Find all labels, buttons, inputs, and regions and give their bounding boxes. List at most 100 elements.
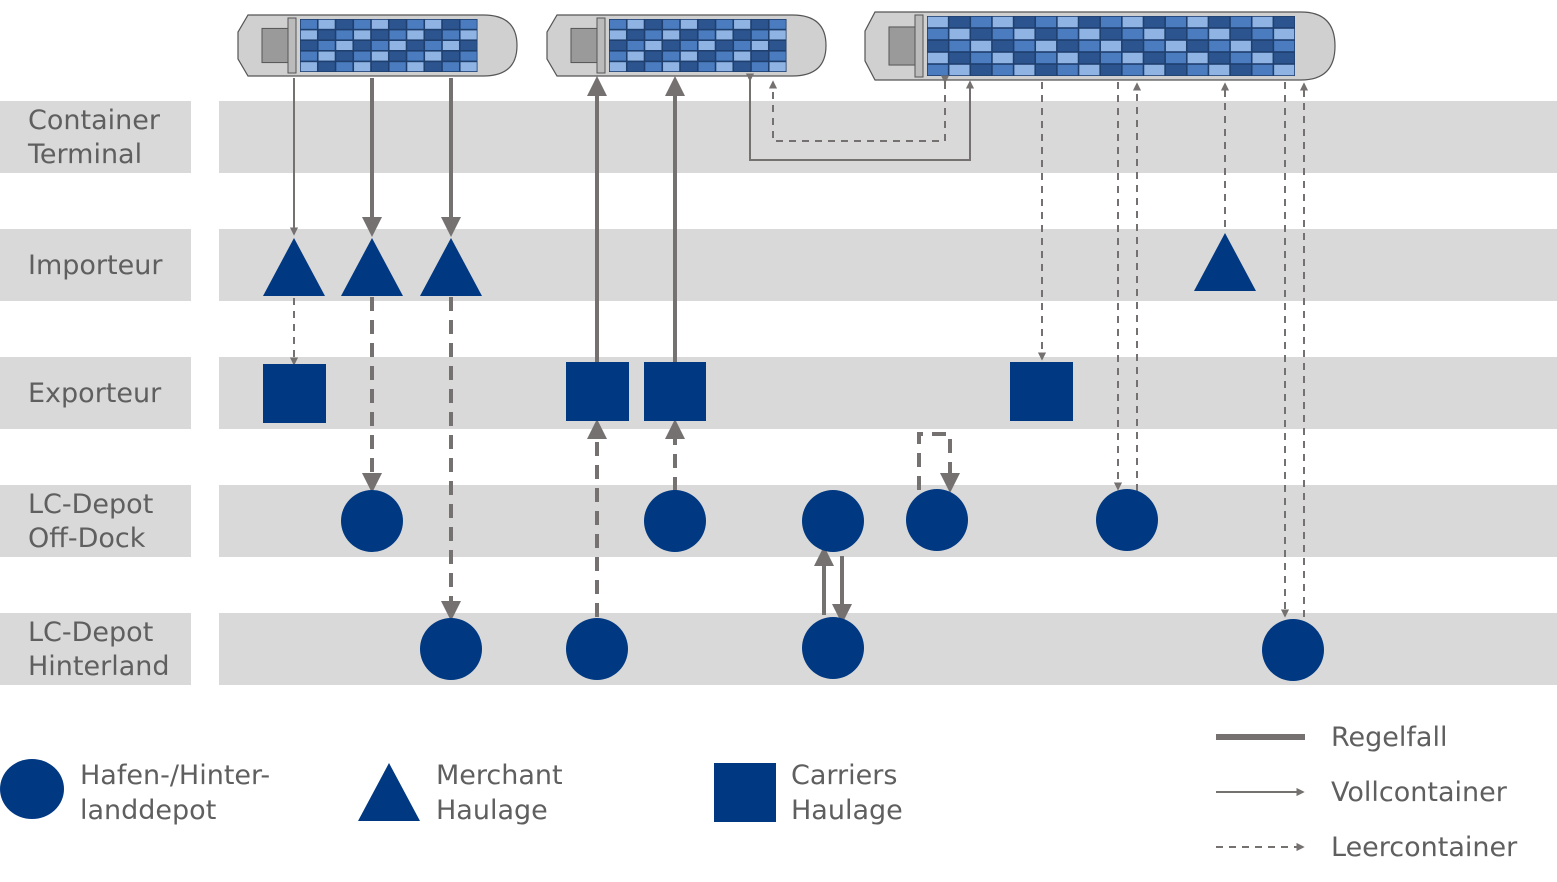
legend-label-depot: Hafen-/Hinter- landdepot (80, 760, 271, 826)
container-box (627, 51, 644, 61)
container-box (1230, 64, 1251, 76)
arrow-regular-empty-offdock-to-offdock (917, 432, 960, 493)
container-box (734, 19, 751, 29)
container-box (1165, 28, 1186, 40)
container-box (627, 30, 644, 40)
container-box (698, 41, 715, 50)
symbol-legend (0, 759, 776, 822)
depot-circle-offdock (644, 490, 706, 552)
container-box (300, 51, 317, 61)
container-box (609, 51, 626, 61)
container-box (751, 51, 768, 61)
container-box (1122, 52, 1143, 64)
container-box (1165, 16, 1186, 28)
container-box (442, 62, 459, 72)
container-box (1079, 16, 1100, 28)
container-box (1187, 52, 1208, 64)
row-label-container-terminal: Container Terminal (28, 105, 160, 170)
container-box (1230, 40, 1251, 52)
container-box (336, 41, 353, 50)
container-box (927, 28, 948, 40)
container-box (1144, 52, 1165, 64)
container-box (609, 62, 626, 72)
container-box (663, 41, 680, 50)
band-hinterland (219, 613, 1557, 685)
container-box (1274, 28, 1295, 40)
container-box (1036, 40, 1057, 52)
container-box (734, 41, 751, 50)
container-box (354, 51, 371, 61)
container-box (716, 51, 733, 61)
container-box (1057, 64, 1078, 76)
ship-bridge (261, 27, 289, 64)
container-box (1014, 64, 1035, 76)
container-ship-3 (864, 11, 1336, 81)
merchant-haulage-triangle (341, 238, 403, 296)
container-box (1252, 16, 1273, 28)
container-box (734, 62, 751, 72)
container-box (1014, 16, 1035, 28)
container-box (663, 19, 680, 29)
container-box (949, 40, 970, 52)
container-box (645, 41, 662, 50)
container-box (1165, 40, 1186, 52)
container-box (460, 51, 477, 61)
depot-circle-offdock (802, 490, 864, 552)
container-box (716, 30, 733, 40)
depot-circle-hinterland (566, 618, 628, 680)
container-box (751, 62, 768, 72)
merchant-haulage-triangle (263, 238, 325, 296)
container-box (949, 52, 970, 64)
arrow-empty-transship (768, 75, 950, 142)
container-box (716, 19, 733, 29)
container-box (425, 62, 442, 72)
container-box (389, 51, 406, 61)
container-box (336, 51, 353, 61)
container-box (1079, 28, 1100, 40)
container-box (1252, 40, 1273, 52)
container-box (698, 51, 715, 61)
container-box (1209, 40, 1230, 52)
container-box (1036, 64, 1057, 76)
container-box (1165, 64, 1186, 76)
carrier-haulage-square (263, 364, 326, 423)
carrier-haulage-square (1010, 362, 1073, 421)
container-box (1122, 16, 1143, 28)
legend-label-merchant-haulage: Merchant Haulage (436, 760, 563, 826)
container-box (1079, 64, 1100, 76)
container-box (1165, 52, 1186, 64)
container-box (1209, 52, 1230, 64)
depot-circle-hinterland (1262, 619, 1324, 681)
legend-carrier-square (714, 763, 776, 822)
container-box (663, 30, 680, 40)
container-box (336, 30, 353, 40)
container-box (336, 19, 353, 29)
container-box (1100, 28, 1122, 40)
container-box (371, 30, 388, 40)
container-box (371, 62, 388, 72)
container-box (1252, 64, 1273, 76)
container-box (1274, 40, 1295, 52)
band-label-offdock (0, 485, 191, 557)
container-box (1230, 16, 1251, 28)
legend-merchant-triangle (358, 763, 420, 821)
container-box (1274, 52, 1295, 64)
container-box (1057, 16, 1078, 28)
legend-label-vollcontainer: Vollcontainer (1331, 777, 1507, 808)
container-box (1144, 16, 1165, 28)
container-box (1144, 40, 1165, 52)
container-box (627, 41, 644, 50)
carrier-haulage-square (566, 362, 629, 421)
merchant-haulage-triangle (420, 238, 482, 296)
container-box (1122, 64, 1143, 76)
container-box (371, 19, 388, 29)
container-box (425, 41, 442, 50)
container-box (1144, 28, 1165, 40)
row-label-lc-depot-hinterland: LC-Depot Hinterland (28, 617, 170, 682)
container-box (609, 19, 626, 29)
container-box (389, 19, 406, 29)
container-box (1057, 40, 1078, 52)
container-box (300, 30, 317, 40)
container-box (371, 41, 388, 50)
container-box (460, 19, 477, 29)
